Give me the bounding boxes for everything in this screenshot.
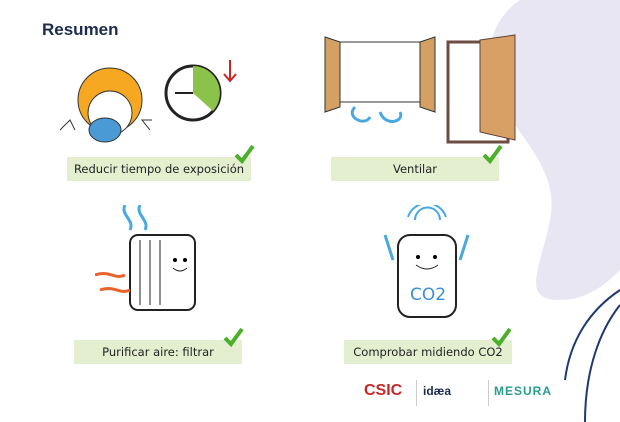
logo-divider	[488, 380, 489, 406]
label-ventilar: Ventilar	[331, 157, 499, 181]
idaea-logo: idæa	[423, 384, 452, 398]
check-icon	[482, 144, 503, 165]
co2-meter-icon: CO2	[383, 205, 470, 318]
check-icon	[234, 144, 255, 165]
page-title: Resumen	[42, 20, 119, 39]
label-comprobar: Comprobar midiendo CO2	[344, 340, 512, 364]
check-icon	[491, 327, 512, 348]
logo-divider	[416, 380, 417, 406]
mesura-logo: MESURA	[494, 384, 553, 398]
csic-logo: CSIC	[364, 382, 403, 399]
window-door-icon	[324, 34, 516, 144]
air-purifier-icon	[95, 205, 196, 311]
check-icon	[223, 327, 244, 348]
co2-device-text: CO2	[410, 285, 446, 305]
child-mask-clock-icon	[59, 60, 237, 143]
label-reducir: Reducir tiempo de exposición	[67, 157, 251, 181]
label-purificar: Purificar aire: filtrar	[74, 340, 242, 364]
